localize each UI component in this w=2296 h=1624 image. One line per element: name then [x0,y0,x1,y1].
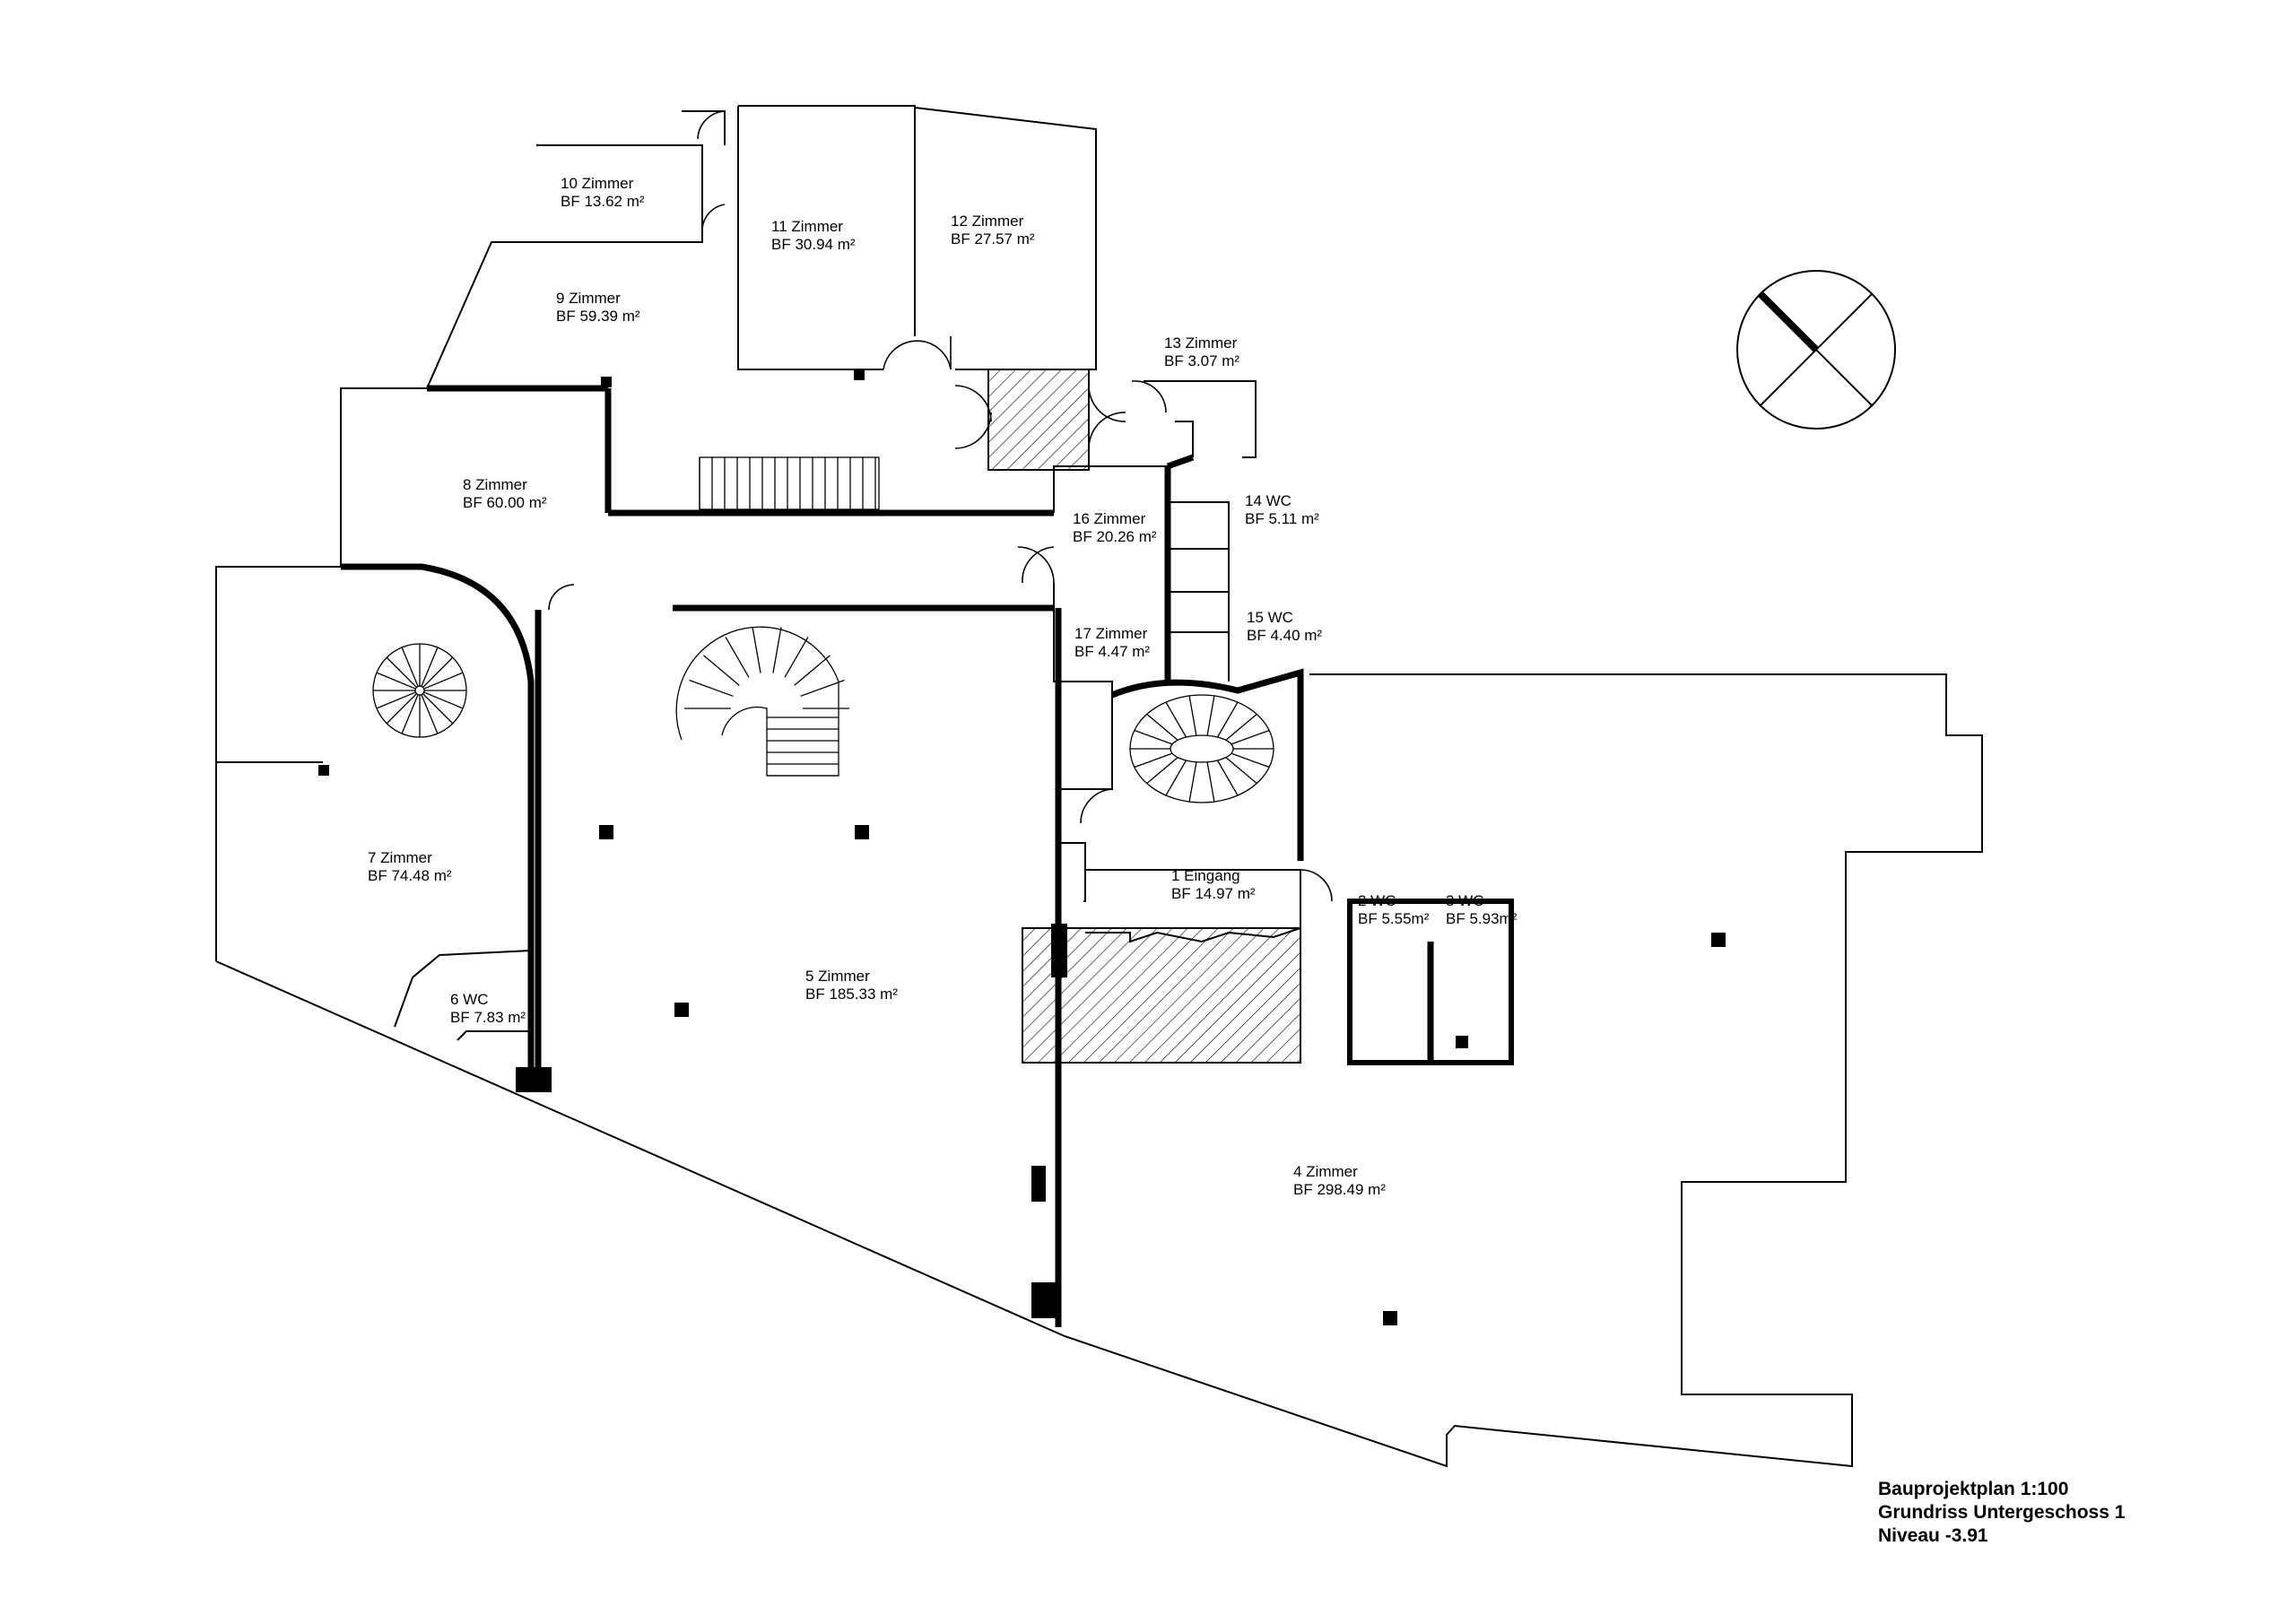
stair-tread [1134,752,1173,769]
stair-tread [772,627,782,673]
stair-tread [401,647,419,687]
stair-tread [1231,729,1270,745]
title-block: Bauprojektplan 1:100 Grundriss Untergesc… [1878,1478,2125,1548]
stair-tread [1134,729,1173,745]
stair-tread [1206,761,1215,803]
stair-tread [1146,713,1178,741]
hatched-areas [987,369,1301,1064]
title-floor: Grundriss Untergeschoss 1 [1878,1502,2126,1523]
thick-walls [341,385,1514,1327]
title-scale: Bauprojektplan 1:100 [1878,1479,2069,1499]
stair-tread [1216,701,1239,738]
stair-tread [376,691,416,709]
title-level: Niveau -3.91 [1878,1525,1988,1546]
stair-tread [376,672,416,690]
stair-tread [725,637,750,678]
stair-tread [422,656,454,688]
stair-tread [386,693,417,725]
stair-tread [386,656,417,688]
stair-tread [1216,760,1239,796]
stair-tread [752,627,761,673]
stair-tread [1188,761,1197,803]
stair-tread [423,691,464,709]
stair-tread [1146,757,1178,785]
stair-tread [421,647,439,687]
stair-tread [689,679,734,697]
stair-tread [1165,701,1187,738]
stair-tread [1225,757,1257,785]
stair-tread [800,679,845,697]
columns [318,369,1726,1325]
stair-tread [423,672,464,690]
stair-tread [1165,760,1187,796]
stair-tread [703,655,740,686]
stair-tread [401,694,419,734]
outer-outline [215,105,1983,1468]
stair-tread [421,694,439,734]
stair-tread [794,655,831,686]
stair-tread [1188,695,1197,736]
stairs [372,456,1274,803]
stair-tread [1231,752,1270,769]
stair-tread [422,693,454,725]
doors [548,110,1333,902]
stair-tread [1206,695,1215,736]
interior-walls [216,241,1301,1041]
stair-tread [784,637,809,678]
stair-tread [1225,713,1257,741]
north-arrow-icon [1736,270,1896,430]
